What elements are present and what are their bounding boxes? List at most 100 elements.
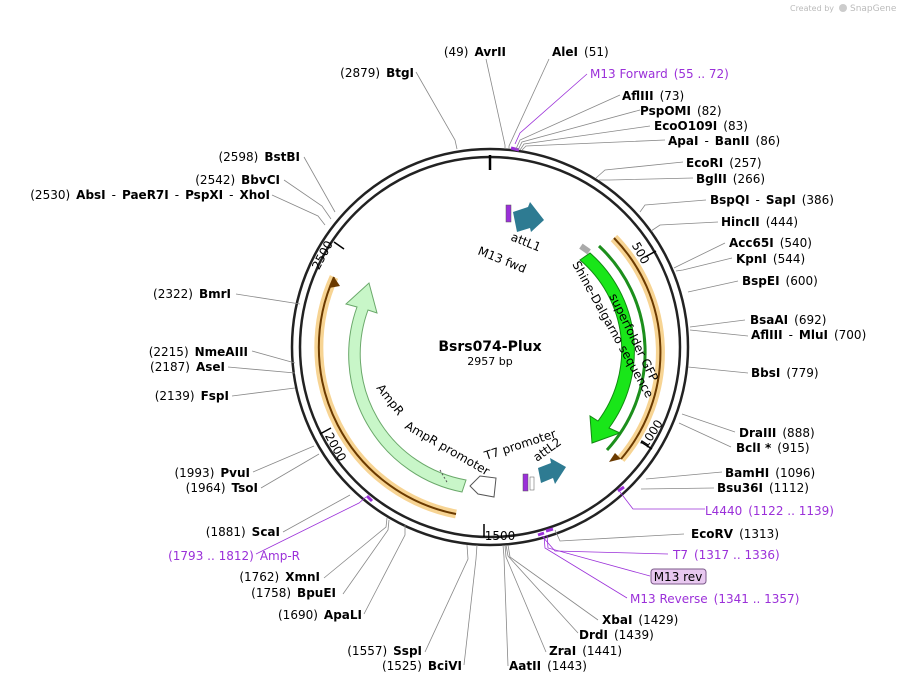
site-label-s2879-part: BtgI — [380, 66, 414, 80]
site-label-s86-part: BanII — [709, 134, 750, 148]
site-label-s82[interactable]: PspOMI (82) — [640, 104, 722, 118]
ampr-feature-arrow[interactable] — [344, 282, 467, 493]
plasmid-name: Bsrs074-Plux — [438, 339, 541, 355]
plasmid-length: 2957 bp — [467, 355, 512, 368]
site-label-s73[interactable]: AflIII (73) — [622, 89, 684, 103]
site-label-s386[interactable]: BspQI - SapI (386) — [710, 193, 834, 207]
attl2-arrow[interactable] — [538, 458, 566, 484]
primer-label-t7-part: (1317 .. 1336) — [688, 548, 780, 562]
site-label-s888[interactable]: DraIII (888) — [739, 426, 815, 440]
site-label-s915[interactable]: BclI * (915) — [736, 441, 810, 455]
site-label-s1525[interactable]: (1525) BciVI — [382, 659, 462, 673]
site-label-s1096[interactable]: BamHI (1096) — [725, 466, 815, 480]
site-label-s1096-part: (1096) — [769, 466, 815, 480]
site-label-s1762-part: (1762) — [239, 570, 279, 584]
site-label-s2139-part: FspI — [195, 389, 229, 403]
site-label-s600-part: BspEI — [742, 274, 780, 288]
site-label-s1993-part: PvuI — [214, 466, 250, 480]
site-label-s1441[interactable]: ZraI (1441) — [549, 644, 622, 658]
site-label-s2215[interactable]: (2215) NmeAIII — [149, 345, 248, 359]
site-label-s1964-part: (1964) — [186, 481, 226, 495]
site-label-s444-part: HincII — [721, 215, 760, 229]
site-label-s600[interactable]: BspEI (600) — [742, 274, 818, 288]
site-label-s2187[interactable]: (2187) AseI — [150, 360, 225, 374]
site-label-s2139[interactable]: (2139) FspI — [155, 389, 229, 403]
site-label-s257[interactable]: EcoRI (257) — [686, 156, 762, 170]
site-label-s1964[interactable]: (1964) TsoI — [186, 481, 258, 495]
site-label-s1429[interactable]: XbaI (1429) — [602, 613, 678, 627]
site-label-s915-part: (915) — [771, 441, 809, 455]
site-label-s540-part: (540) — [774, 236, 812, 250]
attl1-arrow[interactable] — [513, 202, 544, 232]
site-label-s83[interactable]: EcoO109I (83) — [654, 119, 748, 133]
site-label-s1758[interactable]: (1758) BpuEI — [251, 586, 336, 600]
site-label-s2530[interactable]: (2530) AbsI - PaeR7I - PspXI - XhoI — [30, 188, 270, 202]
primer-label-ampr[interactable]: (1793 .. 1812) Amp-R — [168, 549, 300, 563]
site-label-s1762[interactable]: (1762) XmnI — [239, 570, 320, 584]
site-label-s1313[interactable]: EcoRV (1313) — [691, 527, 779, 541]
site-label-s1690[interactable]: (1690) ApaLI — [278, 608, 362, 622]
site-label-s2322-part: (2322) — [153, 287, 193, 301]
site-label-s1112[interactable]: Bsu36I (1112) — [717, 481, 809, 495]
site-label-s2530-part: - — [106, 188, 116, 202]
site-label-s888-part: (888) — [776, 426, 814, 440]
primer-label-m13f[interactable]: M13 Forward (55 .. 72) — [590, 67, 729, 81]
site-label-s49[interactable]: (49) AvrII — [444, 45, 506, 59]
site-label-s1557-part: (1557) — [347, 644, 387, 658]
site-label-s1525-part: BciVI — [422, 659, 462, 673]
site-label-s700-part: - — [783, 328, 793, 342]
site-label-s86-part: - — [698, 134, 708, 148]
tick-label-2500: 2500 — [309, 238, 336, 272]
site-label-s1441-part: (1441) — [576, 644, 622, 658]
site-label-s1429-part: XbaI — [602, 613, 632, 627]
site-label-s779[interactable]: BbsI (779) — [751, 366, 819, 380]
site-label-s1993[interactable]: (1993) PvuI — [174, 466, 250, 480]
site-label-s1557[interactable]: (1557) SspI — [347, 644, 422, 658]
tick-label-1500: 1500 — [485, 529, 516, 543]
primer-tick-l4440 — [617, 485, 625, 493]
site-label-s2542[interactable]: (2542) BbvCI — [195, 173, 280, 187]
primer-label-l4440[interactable]: L4440 (1122 .. 1139) — [705, 504, 834, 518]
t7-promoter-pad — [529, 476, 535, 491]
site-label-s266[interactable]: BglII (266) — [696, 172, 765, 186]
site-label-s2530-part: - — [169, 188, 179, 202]
site-label-s1762-part: XmnI — [279, 570, 320, 584]
primer-label-t7[interactable]: T7 (1317 .. 1336) — [672, 548, 780, 562]
site-label-s2598[interactable]: (2598) BstBI — [218, 150, 300, 164]
site-label-s1881[interactable]: (1881) ScaI — [206, 525, 280, 539]
site-label-s1690-part: (1690) — [278, 608, 318, 622]
site-label-s2215-part: (2215) — [149, 345, 189, 359]
site-label-s544[interactable]: KpnI (544) — [736, 252, 805, 266]
ampr-promoter-arrow[interactable] — [469, 475, 497, 498]
site-label-s1443[interactable]: AatII (1443) — [509, 659, 587, 673]
feature-label-attl1: attL1 — [509, 230, 543, 255]
brand-label: SnapGene — [850, 4, 897, 14]
orf-arc-gfp-arrow — [609, 453, 621, 462]
site-label-s692-part: (692) — [788, 313, 826, 327]
primer-label-m13r[interactable]: M13 Reverse (1341 .. 1357) — [630, 592, 799, 606]
site-label-s700-part: MluI — [793, 328, 828, 342]
gfp-feature-arrow[interactable] — [579, 252, 635, 444]
orf-arc-ampr-line — [317, 276, 457, 515]
tick-2500: 2500 — [309, 238, 345, 272]
orf-arc-gfp-line — [613, 237, 662, 460]
tick-1500: 1500 — [483, 524, 516, 543]
primer-label-m13r-part: (1341 .. 1357) — [708, 592, 800, 606]
site-label-s540[interactable]: Acc65I (540) — [729, 236, 812, 250]
site-label-s51[interactable]: AleI (51) — [552, 45, 609, 59]
site-label-s1429-part: (1429) — [632, 613, 678, 627]
site-label-s86[interactable]: ApaI - BanII (86) — [668, 134, 780, 148]
site-label-s2879[interactable]: (2879) BtgI — [340, 66, 414, 80]
site-label-s2530-part: XhoI — [233, 188, 270, 202]
primer-label-ampr-part: (1793 .. 1812) — [168, 549, 254, 563]
feature-label-m13-fwd: M13 fwd — [476, 244, 528, 276]
snapgene-logo-icon — [839, 4, 847, 12]
site-label-s2598-part: BstBI — [258, 150, 300, 164]
site-label-s2530-part: PaeR7I — [116, 188, 169, 202]
site-label-s700[interactable]: AflIII - MluI (700) — [751, 328, 866, 342]
m13-rev-highlight-box[interactable] — [650, 568, 707, 585]
site-label-s2322[interactable]: (2322) BmrI — [153, 287, 231, 301]
site-label-s1439[interactable]: DrdI (1439) — [579, 628, 654, 642]
site-label-s692[interactable]: BsaAI (692) — [750, 313, 826, 327]
site-label-s444[interactable]: HincII (444) — [721, 215, 798, 229]
